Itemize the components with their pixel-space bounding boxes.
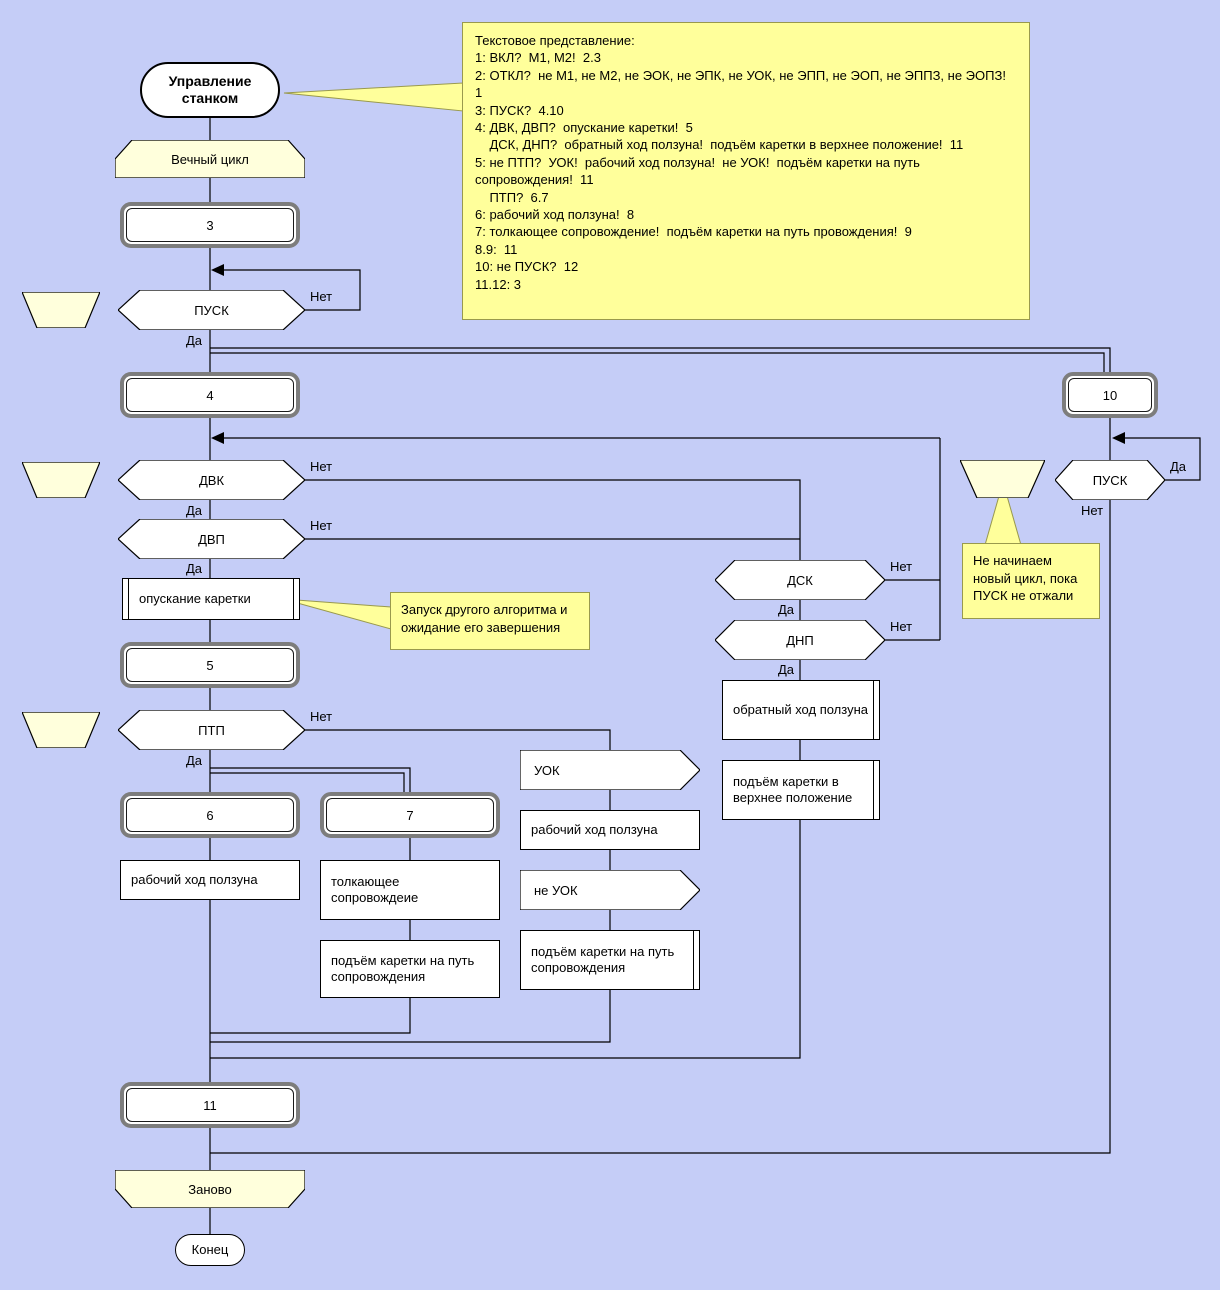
callout-beak-title-note <box>283 82 464 112</box>
action-raise-escort-left-label: подъём каретки на путь сопровождения <box>331 952 475 984</box>
pusk1-no-label: Нет <box>310 289 333 304</box>
decision-dvp: ДВП <box>118 519 305 559</box>
dvk-no-label: Нет <box>310 459 333 474</box>
note-line: 4: ДВК, ДВП? опускание каретки! 5 <box>475 120 693 136</box>
decision-dnp-label: ДНП <box>786 632 814 648</box>
end-node: Конец <box>175 1234 245 1266</box>
note-line: ПТП? 6.7 <box>475 189 549 205</box>
action-pushing-escort: толкающее сопровождеие <box>320 860 500 920</box>
branch-box-7-label: 7 <box>326 798 494 832</box>
action-lower-carriage-label: опускание каретки <box>139 590 251 606</box>
decision-pusk-1: ПУСК <box>118 290 305 330</box>
ptp-yes-label: Да <box>186 753 203 768</box>
note-insertion-text: Запуск другого алгоритма и ожидание его … <box>401 602 568 635</box>
note-text-representation: Текстовое представление: 1: ВКЛ? М1, М2!… <box>462 22 1030 320</box>
action-raise-top: подъём каретки в верхнее положение <box>722 760 880 820</box>
action-raise-escort-mid-label: подъём каретки на путь сопровождения <box>531 943 675 975</box>
decision-dnp: ДНП <box>715 620 885 660</box>
dvp-yes-label: Да <box>186 561 203 576</box>
timer-icon-3 <box>22 712 100 748</box>
pusk1-yes-label: Да <box>186 333 203 348</box>
branch-box-6-label: 6 <box>126 798 294 832</box>
ptp-no-label: Нет <box>310 709 333 724</box>
start-node: Управление станком <box>140 62 280 118</box>
note-line: ДСК, ДНП? обратный ход ползуна! подъём к… <box>475 137 964 153</box>
timer-icon-1 <box>22 292 100 328</box>
note-line: 6: рабочий ход ползуна! 8 <box>475 207 635 223</box>
loop-start-node: Вечный цикл <box>115 140 305 178</box>
action-work-stroke-mid-label: рабочий ход ползуна <box>531 821 658 837</box>
output-uok: УОК <box>520 750 700 790</box>
dsk-no-label: Нет <box>890 559 913 574</box>
decision-dvk-label: ДВК <box>198 472 225 488</box>
action-raise-escort-mid: подъём каретки на путь сопровождения <box>520 930 700 990</box>
action-work-stroke-left-label: рабочий ход ползуна <box>131 871 258 887</box>
branch-box-10-label: 10 <box>1068 378 1152 412</box>
output-uok-label: УОК <box>534 762 560 778</box>
note-line: 3: ПУСК? 4.10 <box>475 102 564 118</box>
decision-pusk-1-label: ПУСК <box>194 302 229 318</box>
branch-box-4-label: 4 <box>126 378 294 412</box>
dvp-no-label: Нет <box>310 518 333 533</box>
decision-dvk: ДВК <box>118 460 305 500</box>
branch-box-3-label: 3 <box>126 208 294 242</box>
branch-box-5: 5 <box>120 642 300 688</box>
note-line: 5: не ПТП? УОК! рабочий ход ползуна! не … <box>475 154 924 188</box>
decision-ptp-label: ПТП <box>198 722 225 738</box>
action-reverse-stroke-label: обратный ход ползуна <box>733 701 868 717</box>
dnp-no-label: Нет <box>890 619 913 634</box>
dvk-yes-label: Да <box>186 503 203 518</box>
output-not-uok: не УОК <box>520 870 700 910</box>
pusk2-yes-label: Да <box>1170 459 1187 474</box>
note-line: 11.12: 3 <box>475 276 522 292</box>
start-node-label: Управление станком <box>168 72 252 107</box>
decision-pusk-2: ПУСК <box>1055 460 1165 500</box>
branch-box-11: 11 <box>120 1082 300 1128</box>
branch-box-7: 7 <box>320 792 500 838</box>
loop-start-label: Вечный цикл <box>171 151 249 167</box>
branch-box-6: 6 <box>120 792 300 838</box>
branch-box-3: 3 <box>120 202 300 248</box>
action-lower-carriage: опускание каретки <box>122 578 300 620</box>
action-raise-escort-left: подъём каретки на путь сопровождения <box>320 940 500 998</box>
action-pushing-escort-label: толкающее сопровождеие <box>331 873 419 905</box>
dnp-yes-label: Да <box>778 662 795 677</box>
note-line: 7: толкающее сопровождение! подъём карет… <box>475 224 912 240</box>
decision-pusk-2-label: ПУСК <box>1092 472 1128 488</box>
timer-icon-2 <box>22 462 100 498</box>
note-pusk-text: Не начинаем новый цикл, пока ПУСК не отж… <box>973 553 1078 604</box>
loop-end-node: Заново <box>115 1170 305 1208</box>
note-line: 10: не ПУСК? 12 <box>475 259 579 275</box>
note-line: 1: ВКЛ? М1, М2! 2.3 <box>475 50 601 66</box>
loop-end-label: Заново <box>188 1181 232 1197</box>
decision-dvp-label: ДВП <box>198 531 225 547</box>
note-line: 2: ОТКЛ? не М1, не М2, не ЭОК, не ЭПК, н… <box>475 67 1014 101</box>
note-line: 8.9: 11 <box>475 241 518 257</box>
note-insertion: Запуск другого алгоритма и ожидание его … <box>390 592 590 650</box>
note-line: Текстовое представление: <box>475 33 635 48</box>
decision-ptp: ПТП <box>118 710 305 750</box>
action-reverse-stroke: обратный ход ползуна <box>722 680 880 740</box>
end-node-label: Конец <box>191 1241 229 1257</box>
action-work-stroke-mid: рабочий ход ползуна <box>520 810 700 850</box>
action-work-stroke-left: рабочий ход ползуна <box>120 860 300 900</box>
timer-icon-4 <box>960 460 1045 498</box>
dsk-yes-label: Да <box>778 602 795 617</box>
pusk2-no-label: Нет <box>1081 503 1104 518</box>
arrowheads <box>211 264 1125 444</box>
branch-box-4: 4 <box>120 372 300 418</box>
branch-box-10: 10 <box>1062 372 1158 418</box>
output-not-uok-label: не УОК <box>534 882 578 898</box>
note-pusk: Не начинаем новый цикл, пока ПУСК не отж… <box>962 543 1100 619</box>
branch-box-5-label: 5 <box>126 648 294 682</box>
decision-dsk: ДСК <box>715 560 885 600</box>
branch-box-11-label: 11 <box>126 1088 294 1122</box>
action-raise-top-label: подъём каретки в верхнее положение <box>733 773 853 805</box>
decision-dsk-label: ДСК <box>787 572 813 588</box>
